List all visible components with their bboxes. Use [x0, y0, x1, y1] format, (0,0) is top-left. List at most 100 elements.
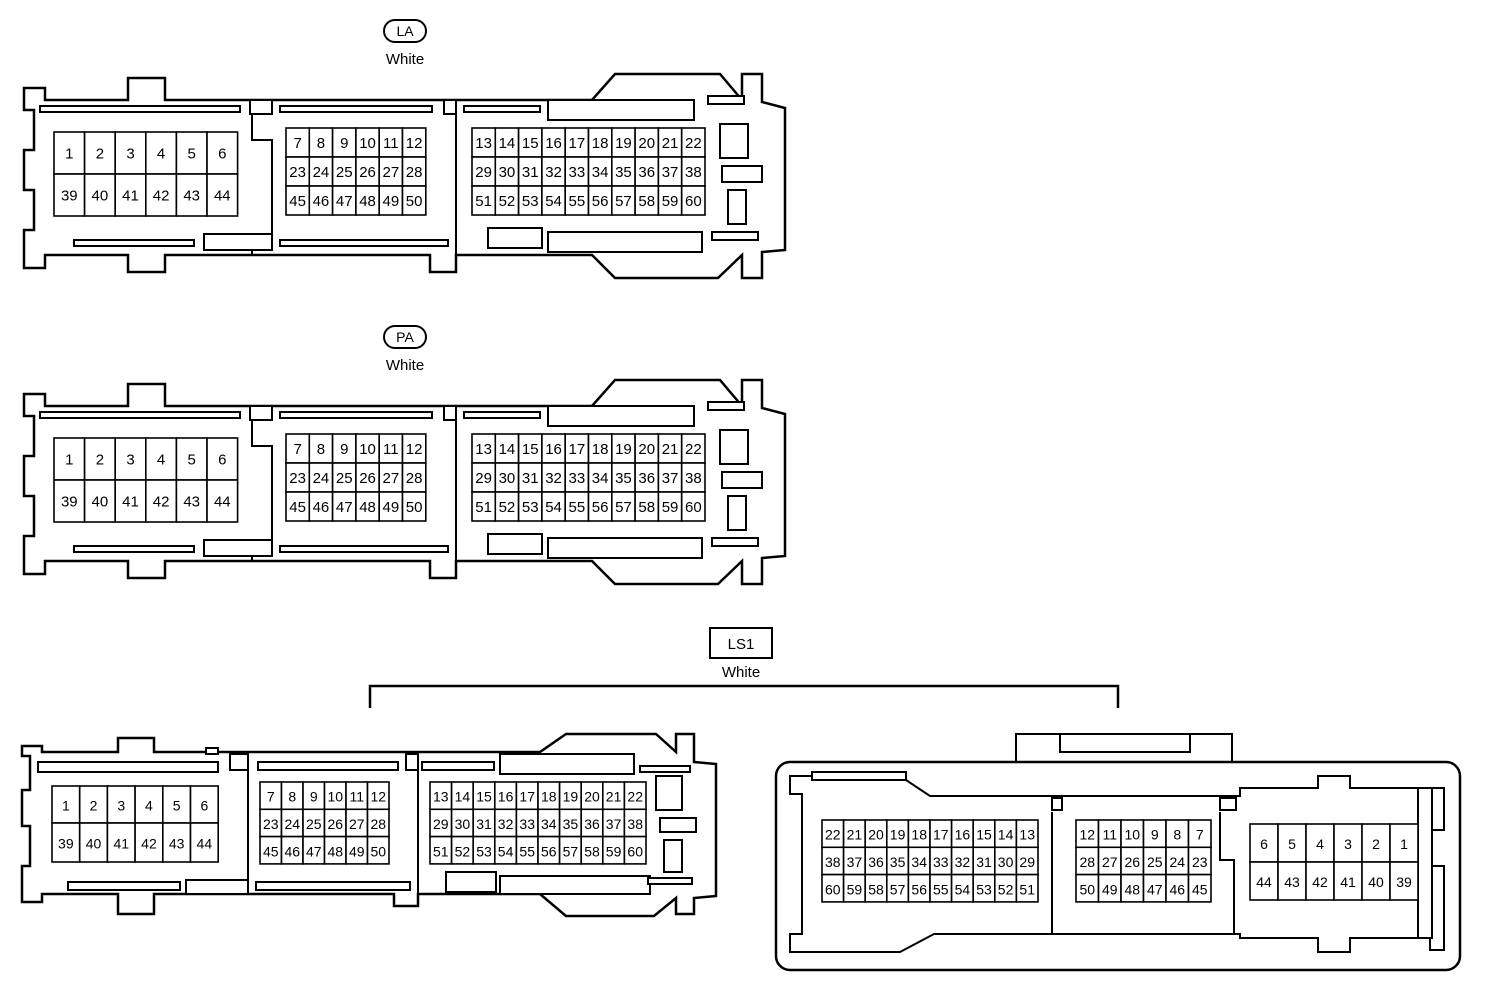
- pin-number: 52: [499, 499, 516, 516]
- pin-cell: [114, 479, 147, 523]
- pin-number: 53: [476, 843, 492, 859]
- pin-number: 1: [65, 146, 73, 163]
- pin-number: 29: [1019, 854, 1035, 870]
- pin-cell: [366, 835, 390, 865]
- pin-number: 36: [638, 164, 655, 181]
- pin-number: 41: [122, 494, 139, 511]
- pin-number: 43: [169, 836, 185, 852]
- pin-number: 21: [847, 827, 863, 843]
- pin-number: 26: [359, 470, 376, 487]
- pin-number: 19: [615, 441, 632, 458]
- pin-number: 11: [1102, 827, 1117, 843]
- pin-number: 15: [522, 441, 539, 458]
- pin-cell: [623, 835, 647, 865]
- pin-number: 12: [370, 789, 386, 805]
- pin-number: 24: [1169, 854, 1185, 870]
- pin-number: 1: [62, 798, 70, 814]
- pin-number: 41: [113, 836, 129, 852]
- pin-number: 28: [370, 816, 386, 832]
- pin-number: 3: [126, 146, 134, 163]
- pin-number: 33: [933, 854, 949, 870]
- pin-number: 4: [1316, 836, 1324, 852]
- pin-number: 53: [976, 881, 992, 897]
- pin-number: 29: [433, 816, 449, 832]
- pin-cell: [401, 185, 427, 216]
- pin-number: 8: [317, 135, 325, 152]
- pin-number: 30: [998, 854, 1014, 870]
- pin-number: 7: [293, 441, 301, 458]
- pin-cell: [78, 785, 109, 824]
- pin-number: 25: [336, 470, 353, 487]
- pin-number: 3: [126, 452, 134, 469]
- pin-cell: [83, 437, 116, 481]
- pin-number: 12: [1079, 827, 1095, 843]
- pin-number: 43: [183, 494, 200, 511]
- pin-cell: [53, 479, 86, 523]
- pin-number: 56: [911, 881, 927, 897]
- pin-number: 14: [998, 827, 1014, 843]
- pin-cell: [189, 822, 220, 863]
- pin-cell: [53, 437, 86, 481]
- pin-number: 48: [359, 193, 376, 210]
- pin-number: 57: [615, 499, 632, 516]
- pin-number: 13: [475, 135, 492, 152]
- pin-number: 52: [455, 843, 471, 859]
- pin-number: 48: [359, 499, 376, 516]
- pin-cell: [51, 785, 81, 824]
- pin-number: 31: [522, 164, 539, 181]
- pin-number: 27: [383, 164, 400, 181]
- pin-number: 51: [475, 499, 492, 516]
- pin-cell: [106, 785, 136, 824]
- pin-number: 59: [662, 193, 679, 210]
- pin-number: 2: [96, 146, 104, 163]
- connector-label-la: LA White: [383, 19, 427, 68]
- pin-number: 27: [383, 470, 400, 487]
- pin-cell: [1187, 873, 1212, 903]
- pin-number: 40: [86, 836, 102, 852]
- pin-number: 31: [976, 854, 992, 870]
- pin-number: 57: [615, 193, 632, 210]
- pin-number: 29: [475, 164, 492, 181]
- pin-number: 32: [545, 470, 562, 487]
- pin-cell: [1249, 861, 1279, 901]
- pin-number: 39: [61, 494, 78, 511]
- pin-cell: [53, 131, 86, 175]
- pin-number: 16: [545, 441, 562, 458]
- pin-number: 59: [662, 499, 679, 516]
- pin-number: 38: [685, 164, 702, 181]
- connector-color-la: White: [386, 51, 424, 68]
- pin-number: 38: [627, 816, 643, 832]
- connector-code-la: LA: [396, 23, 414, 39]
- pin-number: 38: [685, 470, 702, 487]
- pin-number: 26: [359, 164, 376, 181]
- pin-number: 46: [313, 499, 330, 516]
- pin-number: 32: [545, 164, 562, 181]
- pin-cell: [206, 479, 239, 523]
- pin-number: 49: [349, 843, 365, 859]
- pin-number: 43: [1284, 874, 1300, 890]
- pin-number: 18: [541, 789, 557, 805]
- pin-number: 9: [340, 441, 348, 458]
- pin-number: 44: [197, 836, 213, 852]
- pin-number: 1: [1400, 836, 1408, 852]
- pin-number: 11: [349, 789, 364, 805]
- pin-number: 5: [188, 452, 196, 469]
- pin-number: 60: [627, 843, 643, 859]
- pin-number: 11: [383, 441, 399, 458]
- pin-cell: [145, 479, 178, 523]
- pin-number: 35: [563, 816, 579, 832]
- pin-number: 6: [218, 146, 226, 163]
- pin-number: 26: [1124, 854, 1140, 870]
- pin-number: 10: [359, 135, 376, 152]
- pin-cell: [145, 173, 178, 217]
- pin-number: 12: [406, 135, 423, 152]
- connector-code-ls1: LS1: [728, 636, 755, 653]
